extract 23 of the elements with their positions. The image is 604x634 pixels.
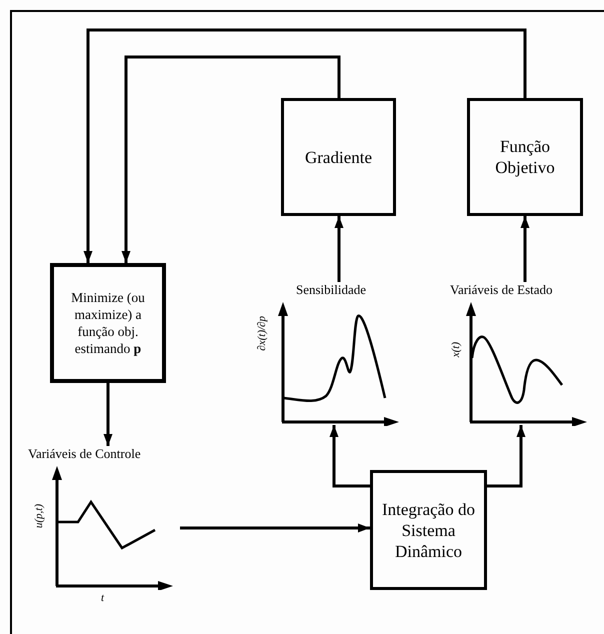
arrow: [104, 383, 112, 446]
axis-label: u(p,t): [33, 504, 46, 528]
arrow: [180, 524, 370, 532]
arrow: [487, 425, 526, 488]
box-label: Função Objetivo: [494, 136, 556, 178]
axis-label: t: [101, 592, 104, 605]
process-box: [370, 470, 487, 590]
process-box: [281, 98, 396, 216]
process-box: [50, 263, 166, 383]
process-box: [467, 98, 583, 216]
arrow: [122, 56, 340, 263]
box-label: Gradiente: [304, 146, 374, 168]
chart-heading: Sensibilidade: [296, 282, 366, 298]
chart-heading: Variáveis de Controle: [28, 446, 141, 462]
box-label: Integração do Sistema Dinâmico: [381, 498, 476, 562]
axis-label: ∂x(t)/∂p: [256, 316, 269, 351]
arrow: [330, 425, 370, 488]
arrow: [334, 216, 344, 282]
arrow: [84, 28, 526, 263]
axis-label: x(t): [450, 342, 463, 358]
box-label: Minimize (ou maximize) a função obj. estimando p: [70, 289, 146, 357]
chart-heading: Variáveis de Estado: [450, 282, 553, 298]
arrow: [520, 216, 530, 282]
